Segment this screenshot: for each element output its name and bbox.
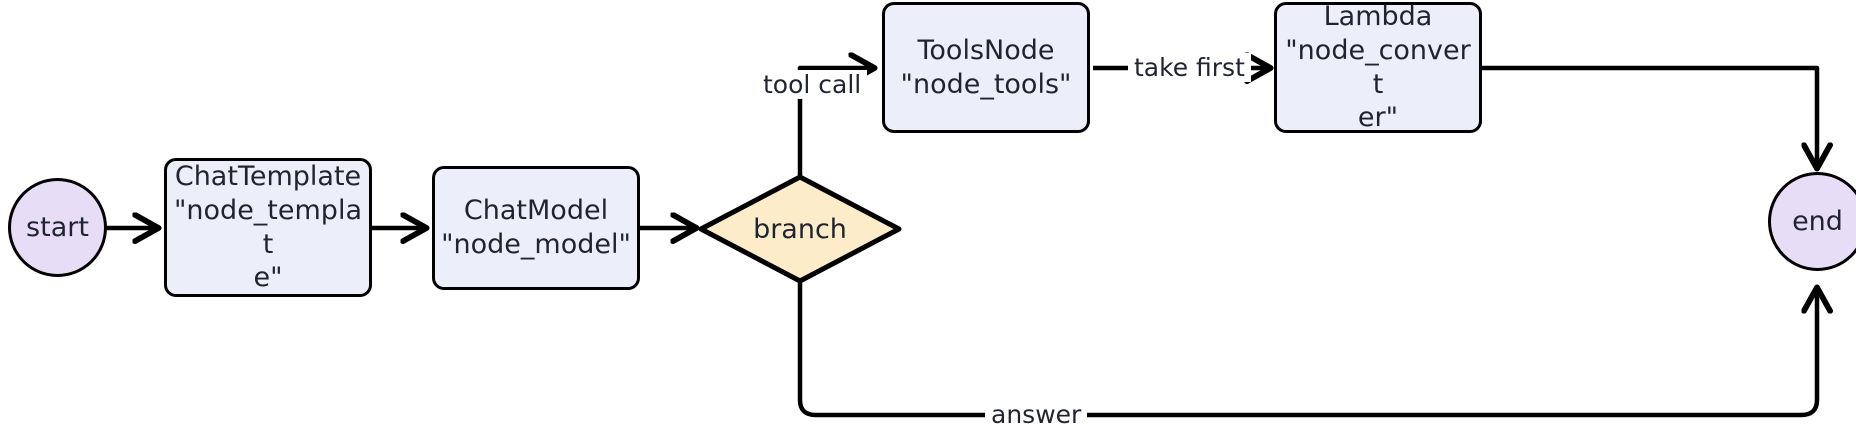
- node-start-label: start: [26, 212, 89, 243]
- node-end-label: end: [1792, 206, 1843, 237]
- edge-label-answer: answer: [985, 400, 1088, 429]
- node-chat-template-label: ChatTemplate "node_templat e": [174, 161, 362, 294]
- node-tools-label: ToolsNode "node_tools": [900, 34, 1072, 100]
- node-branch[interactable]: branch: [698, 174, 902, 284]
- node-converter-label: Lambda "node_convert er": [1285, 1, 1471, 134]
- node-chat-template[interactable]: ChatTemplate "node_templat e": [164, 158, 372, 297]
- edge-branch-to-end: [797, 282, 1817, 418]
- node-tools[interactable]: ToolsNode "node_tools": [882, 2, 1090, 133]
- node-chat-model[interactable]: ChatModel "node_model": [432, 166, 640, 290]
- node-branch-label: branch: [753, 213, 847, 245]
- node-converter[interactable]: Lambda "node_convert er": [1274, 1, 1482, 134]
- node-end[interactable]: end: [1768, 172, 1856, 271]
- node-start[interactable]: start: [8, 178, 107, 277]
- node-chat-model-label: ChatModel "node_model": [441, 195, 631, 260]
- diamond-shape-icon: [698, 174, 902, 284]
- edge-branch-to-tools: [797, 68, 872, 175]
- edge-converter-to-end: [1481, 65, 1817, 166]
- edge-label-tool-call: tool call: [757, 70, 868, 99]
- edge-label-take-first: take first: [1128, 53, 1251, 82]
